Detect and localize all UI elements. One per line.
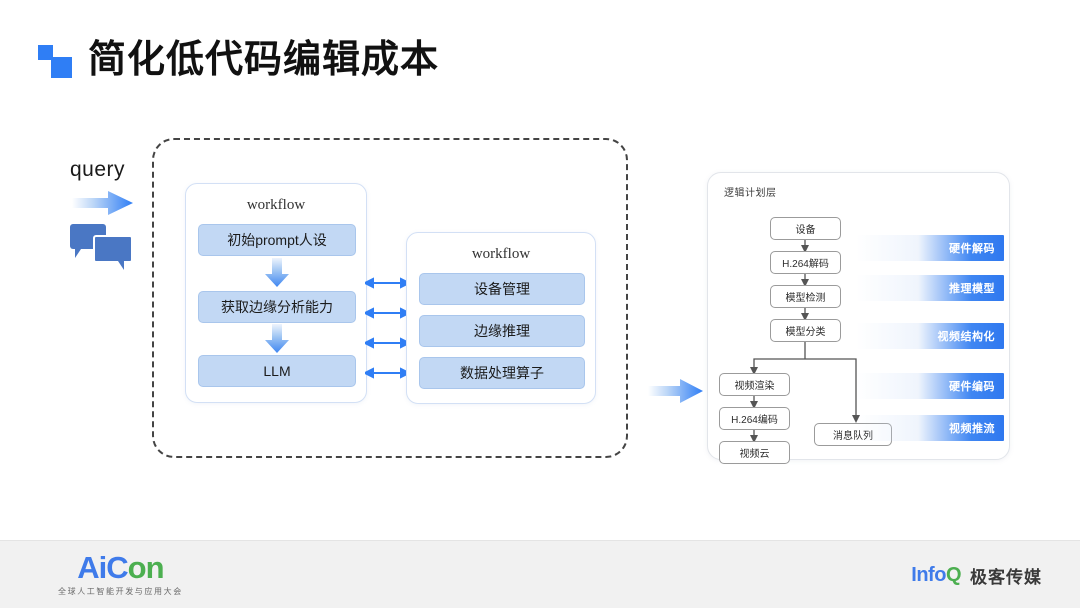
flow-node-video-render[interactable]: 视频渲染 [719, 373, 790, 396]
footer-bar: AiCon 全球人工智能开发与应用大会 InfoQ 极客传媒 [0, 540, 1080, 608]
stage-bar-hardware-encode: 硬件编码 [856, 373, 1004, 399]
flow-node-device[interactable]: 设备 [770, 217, 841, 240]
workflow-card-right[interactable]: workflow 设备管理 边缘推理 数据处理算子 [406, 232, 596, 404]
chat-bubbles-icon [70, 224, 134, 272]
gradient-down-arrow-icon-2 [265, 324, 289, 353]
workflow-left-title: workflow [246, 197, 306, 213]
stage-bar-hardware-encode-label: 硬件编码 [949, 381, 995, 393]
workflow-right-title: workflow [471, 246, 531, 262]
stage-bar-video-push-label: 视频推流 [949, 423, 995, 435]
workflow-left-item-3[interactable]: LLM [198, 355, 356, 387]
flow-node-model-detect[interactable]: 模型检测 [770, 285, 841, 308]
infoq-logo: InfoQ 极客传媒 [911, 563, 1042, 588]
infoq-chinese-name: 极客传媒 [970, 568, 1042, 587]
dashed-group-container [152, 138, 628, 458]
aicon-logo: AiCon 全球人工智能开发与应用大会 [58, 551, 183, 597]
gradient-right-arrow-icon [72, 191, 133, 215]
infoq-wordmark-q: Q [945, 564, 962, 586]
infoq-wordmark: InfoQ [911, 564, 961, 587]
chat-bubble-front [93, 235, 133, 270]
workflow-right-slot-3: 数据处理算子 [419, 357, 585, 389]
workflow-left-item-1[interactable]: 初始prompt人设 [198, 224, 356, 256]
flow-node-model-classify[interactable]: 模型分类 [770, 319, 841, 342]
workflow-right-slot-2: 边缘推理 [419, 315, 585, 347]
workflow-right-item-3[interactable]: 数据处理算子 [419, 357, 585, 389]
page-title-row: 简化低代码编辑成本 [38, 38, 439, 82]
aicon-subtitle: 全球人工智能开发与应用大会 [58, 587, 183, 596]
aicon-wordmark-part1: AiC [77, 550, 128, 585]
workflow-left-item-2[interactable]: 获取边缘分析能力 [198, 291, 356, 323]
stage-bar-video-push: 视频推流 [856, 415, 1004, 441]
workflow-right-item-2[interactable]: 边缘推理 [419, 315, 585, 347]
flow-connectors [750, 239, 860, 443]
stage-bar-hardware-decode-label: 硬件解码 [949, 243, 995, 255]
stage-bar-inference-model-label: 推理模型 [949, 283, 995, 295]
logic-plan-panel-title: 逻辑计划层 [724, 188, 777, 199]
workflow-left-slot-1: 初始prompt人设 [198, 224, 356, 256]
logo-square-large [51, 57, 72, 78]
flow-node-h264-decode[interactable]: H.264解码 [770, 251, 841, 274]
flow-node-h264-encode[interactable]: H.264编码 [719, 407, 790, 430]
aicon-wordmark-part2: on [127, 550, 165, 585]
flow-node-video-cloud[interactable]: 视频云 [719, 441, 790, 464]
page-title: 简化低代码编辑成本 [88, 39, 440, 81]
workflow-right-item-1[interactable]: 设备管理 [419, 273, 585, 305]
infoq-wordmark-info: Info [911, 564, 946, 586]
panel-transition-arrow-icon [648, 379, 703, 403]
logo-square-small [38, 45, 53, 60]
double-headed-arrow-icon [365, 277, 409, 379]
stage-bar-inference-model: 推理模型 [856, 275, 1004, 301]
workflow-left-slot-2: 获取边缘分析能力 [198, 291, 356, 323]
blue-double-square-icon [38, 43, 74, 78]
workflow-left-slot-3: LLM [198, 355, 356, 387]
stage-bar-hardware-decode: 硬件解码 [856, 235, 1004, 261]
stage-bar-video-structuring: 视频结构化 [856, 323, 1004, 349]
workflow-card-left[interactable]: workflow 初始prompt人设 获取边缘分析能力 LLM [185, 183, 367, 403]
stage-bar-video-structuring-label: 视频结构化 [937, 331, 995, 343]
query-label: query [70, 158, 126, 181]
gradient-down-arrow-icon [265, 258, 289, 287]
workflow-right-slot-1: 设备管理 [419, 273, 585, 305]
logic-plan-panel: 逻辑计划层 设备 H.2 [707, 172, 1010, 464]
aicon-wordmark: AiCon [58, 551, 183, 585]
